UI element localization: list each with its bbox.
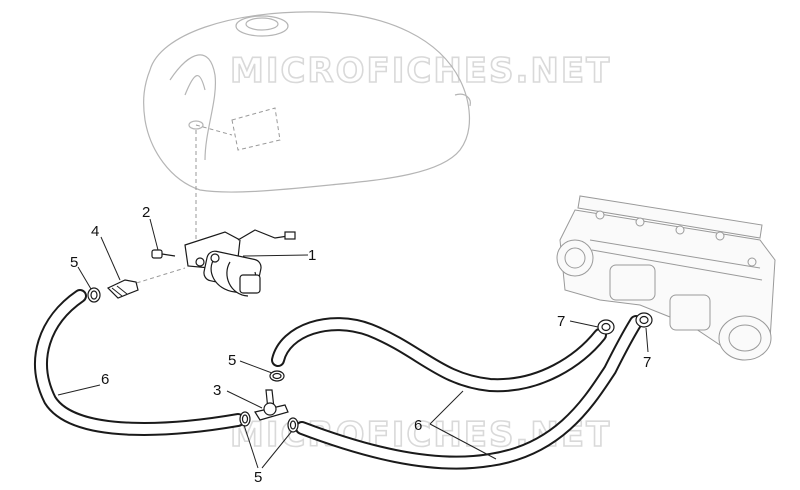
hose-nozzle (106, 279, 139, 299)
throttle-body-assembly (556, 195, 776, 361)
callout-6-right: 6 (414, 417, 422, 434)
watermark-top: MICROFICHES.NET (230, 51, 611, 91)
leader-5-top (239, 360, 273, 374)
tee-fitting (254, 389, 289, 421)
hose-clamp-tee-left (239, 411, 251, 427)
callout-3: 3 (213, 382, 221, 399)
alignment-line-nozzle (129, 267, 186, 286)
leader-1 (242, 254, 309, 257)
leader-4 (100, 236, 121, 281)
leader-5-left (77, 266, 92, 290)
callout-2: 2 (142, 204, 150, 221)
leader-5-bottom-b (261, 430, 293, 469)
leader-6-right-b (429, 423, 497, 460)
callout-7-left: 7 (557, 313, 565, 330)
hose-clamp-tee-right (287, 417, 299, 433)
fuel-hose-lower (295, 315, 643, 470)
callout-4: 4 (91, 223, 99, 240)
callout-7-right: 7 (643, 354, 651, 371)
fuel-hose-upper (271, 317, 607, 393)
leader-3 (226, 390, 263, 409)
callout-5-left: 5 (70, 254, 78, 271)
leader-7-left (569, 320, 599, 328)
fuel-tank-outline (143, 11, 471, 193)
leader-7-right (645, 327, 649, 353)
fuel-hose-left (34, 289, 245, 436)
callout-5-tee-bottom: 5 (254, 469, 262, 486)
fuel-pump (184, 229, 296, 297)
leader-2 (149, 218, 159, 251)
hose-clamp-left (87, 287, 101, 303)
callout-1: 1 (308, 247, 316, 264)
leader-5-bottom-a (243, 424, 259, 469)
hose-clamp-throttle-right (635, 312, 653, 328)
leader-6-right-a (429, 390, 464, 425)
callout-5-tee-top: 5 (228, 352, 236, 369)
screw (151, 249, 176, 259)
hose-clamp-throttle-left (597, 319, 615, 335)
hose-clamp-tee-top (269, 370, 285, 382)
leader-6-left (57, 384, 101, 396)
callout-6-left: 6 (101, 371, 109, 388)
